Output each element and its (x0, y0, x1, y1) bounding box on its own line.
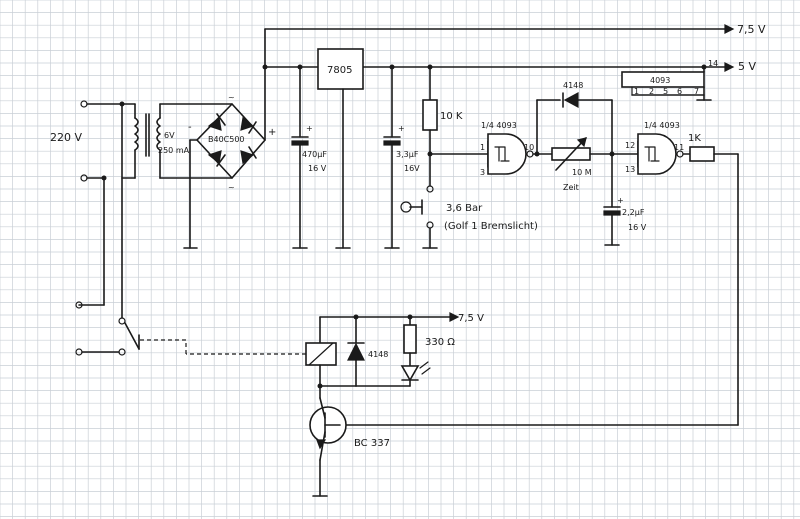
rail-5v-arrow (724, 62, 735, 72)
gate2-label: 1/4 4093 (644, 121, 680, 130)
c3-plus: + (617, 196, 624, 205)
regulator-7805: 7805 (317, 48, 364, 249)
transformer-voltage: 6V (164, 131, 175, 140)
ic-pin1: 1 (634, 87, 639, 96)
pot-arrow (576, 137, 587, 148)
r1-value: 10 K (440, 111, 463, 122)
led-icon (400, 365, 420, 382)
ic-4093-package: 4093 14 1 2 5 6 7 (621, 59, 718, 101)
bridge-diode-4 (240, 146, 257, 165)
gate2-pin13: 13 (625, 165, 635, 174)
bridge-diode-1 (207, 113, 226, 131)
c2-voltage: 16V (404, 164, 420, 173)
bridge-ac-top: ~ (228, 93, 235, 102)
diode2-label: 4148 (368, 350, 388, 359)
capacitor-c2: + 3,3µF 16V (383, 64, 420, 249)
supply-rails: 7,5 V 5 V (262, 23, 766, 141)
gate1-label: 1/4 4093 (481, 121, 517, 130)
c1-voltage: 16 V (308, 164, 327, 173)
c2-value: 3,3µF (396, 150, 419, 159)
bridge-plus: + (268, 127, 276, 138)
transformer: 6V 250 mA (121, 103, 233, 179)
gate1-body (487, 133, 527, 175)
transformer-primary-coil (134, 117, 139, 151)
r3-value: 330 Ω (425, 337, 455, 348)
relay-rail-label: 7,5 V (458, 313, 484, 324)
relay-contact-1 (118, 317, 126, 325)
timing-network: 4148 10 M Zeit (534, 81, 639, 192)
bridge-diode-3 (207, 150, 226, 167)
c2-plus: + (398, 124, 405, 133)
schmitt-icon (494, 146, 510, 162)
r2-value: 1K (688, 133, 701, 144)
nand-gate-1: 1/4 4093 1 3 10 (429, 121, 538, 177)
transformer-secondary-coil (156, 117, 161, 151)
bridge-label: B40C500 (208, 135, 245, 144)
r1-body (422, 99, 438, 131)
pressure-sensor-icon (400, 201, 412, 213)
rail-7v5-arrow (724, 24, 735, 34)
bridge-diode-2 (240, 116, 257, 134)
pot-caption: Zeit (563, 183, 579, 192)
bridge-ac-bottom: ~ (228, 183, 235, 192)
r3-body (403, 324, 417, 354)
transistor-label: BC 337 (354, 438, 390, 449)
transistor-bc337: BC 337 (309, 397, 390, 497)
gate1-pin3: 3 (480, 168, 485, 177)
ic-pin2: 2 (649, 87, 654, 96)
gate1-pin1: 1 (480, 143, 485, 152)
rail-7v5-label: 7,5 V (737, 23, 766, 36)
switch-contact-top (426, 185, 434, 193)
ic-pin14: 14 (708, 59, 718, 68)
nand-gate-2: 1/4 4093 12 13 11 (625, 121, 691, 175)
relay-section: 7,5 V 4148 330 Ω (140, 312, 484, 399)
regulator-body (317, 48, 364, 90)
c3-value: 2,2µF (622, 208, 645, 217)
ic-pin6: 6 (677, 87, 682, 96)
ic-pin7: 7 (694, 87, 699, 96)
switch-pressure: 3,6 Bar (446, 203, 483, 214)
mains-voltage-label: 220 V (50, 131, 82, 144)
gate1-pin10: 10 (524, 143, 534, 152)
ic-label: 4093 (650, 76, 670, 85)
bridge-minus: - (188, 122, 192, 133)
mains-input: 220 V (50, 100, 125, 319)
resistor-r2: 1K (339, 133, 739, 426)
c1-value: 470µF (302, 150, 327, 159)
schmitt-icon-2 (644, 146, 660, 162)
gate2-body (637, 133, 677, 175)
ic-pin5: 5 (663, 87, 668, 96)
transformer-current: 250 mA (158, 146, 190, 155)
pressure-switch: 3,6 Bar (Golf 1 Bremslicht) (400, 185, 538, 249)
ic-body (621, 71, 705, 88)
regulator-label: 7805 (327, 65, 352, 76)
rail-5v-label: 5 V (738, 60, 756, 73)
capacitor-c3: + 2,2µF 16 V (603, 153, 647, 246)
c1-plus: + (306, 124, 313, 133)
c3-voltage: 16 V (628, 223, 647, 232)
diode1-label: 4148 (563, 81, 583, 90)
gate2-pin11: 11 (674, 143, 684, 152)
relay-switch (75, 317, 140, 356)
gate2-pin12: 12 (625, 141, 635, 150)
switch-note: (Golf 1 Bremslicht) (444, 221, 538, 232)
bridge-rectifier: ~ ~ - + B40C500 (183, 93, 276, 249)
capacitor-c1: + 470µF 16 V (291, 64, 327, 249)
bridge-outline (196, 103, 266, 179)
r2-body (689, 146, 715, 162)
pot-value: 10 M (572, 168, 592, 177)
